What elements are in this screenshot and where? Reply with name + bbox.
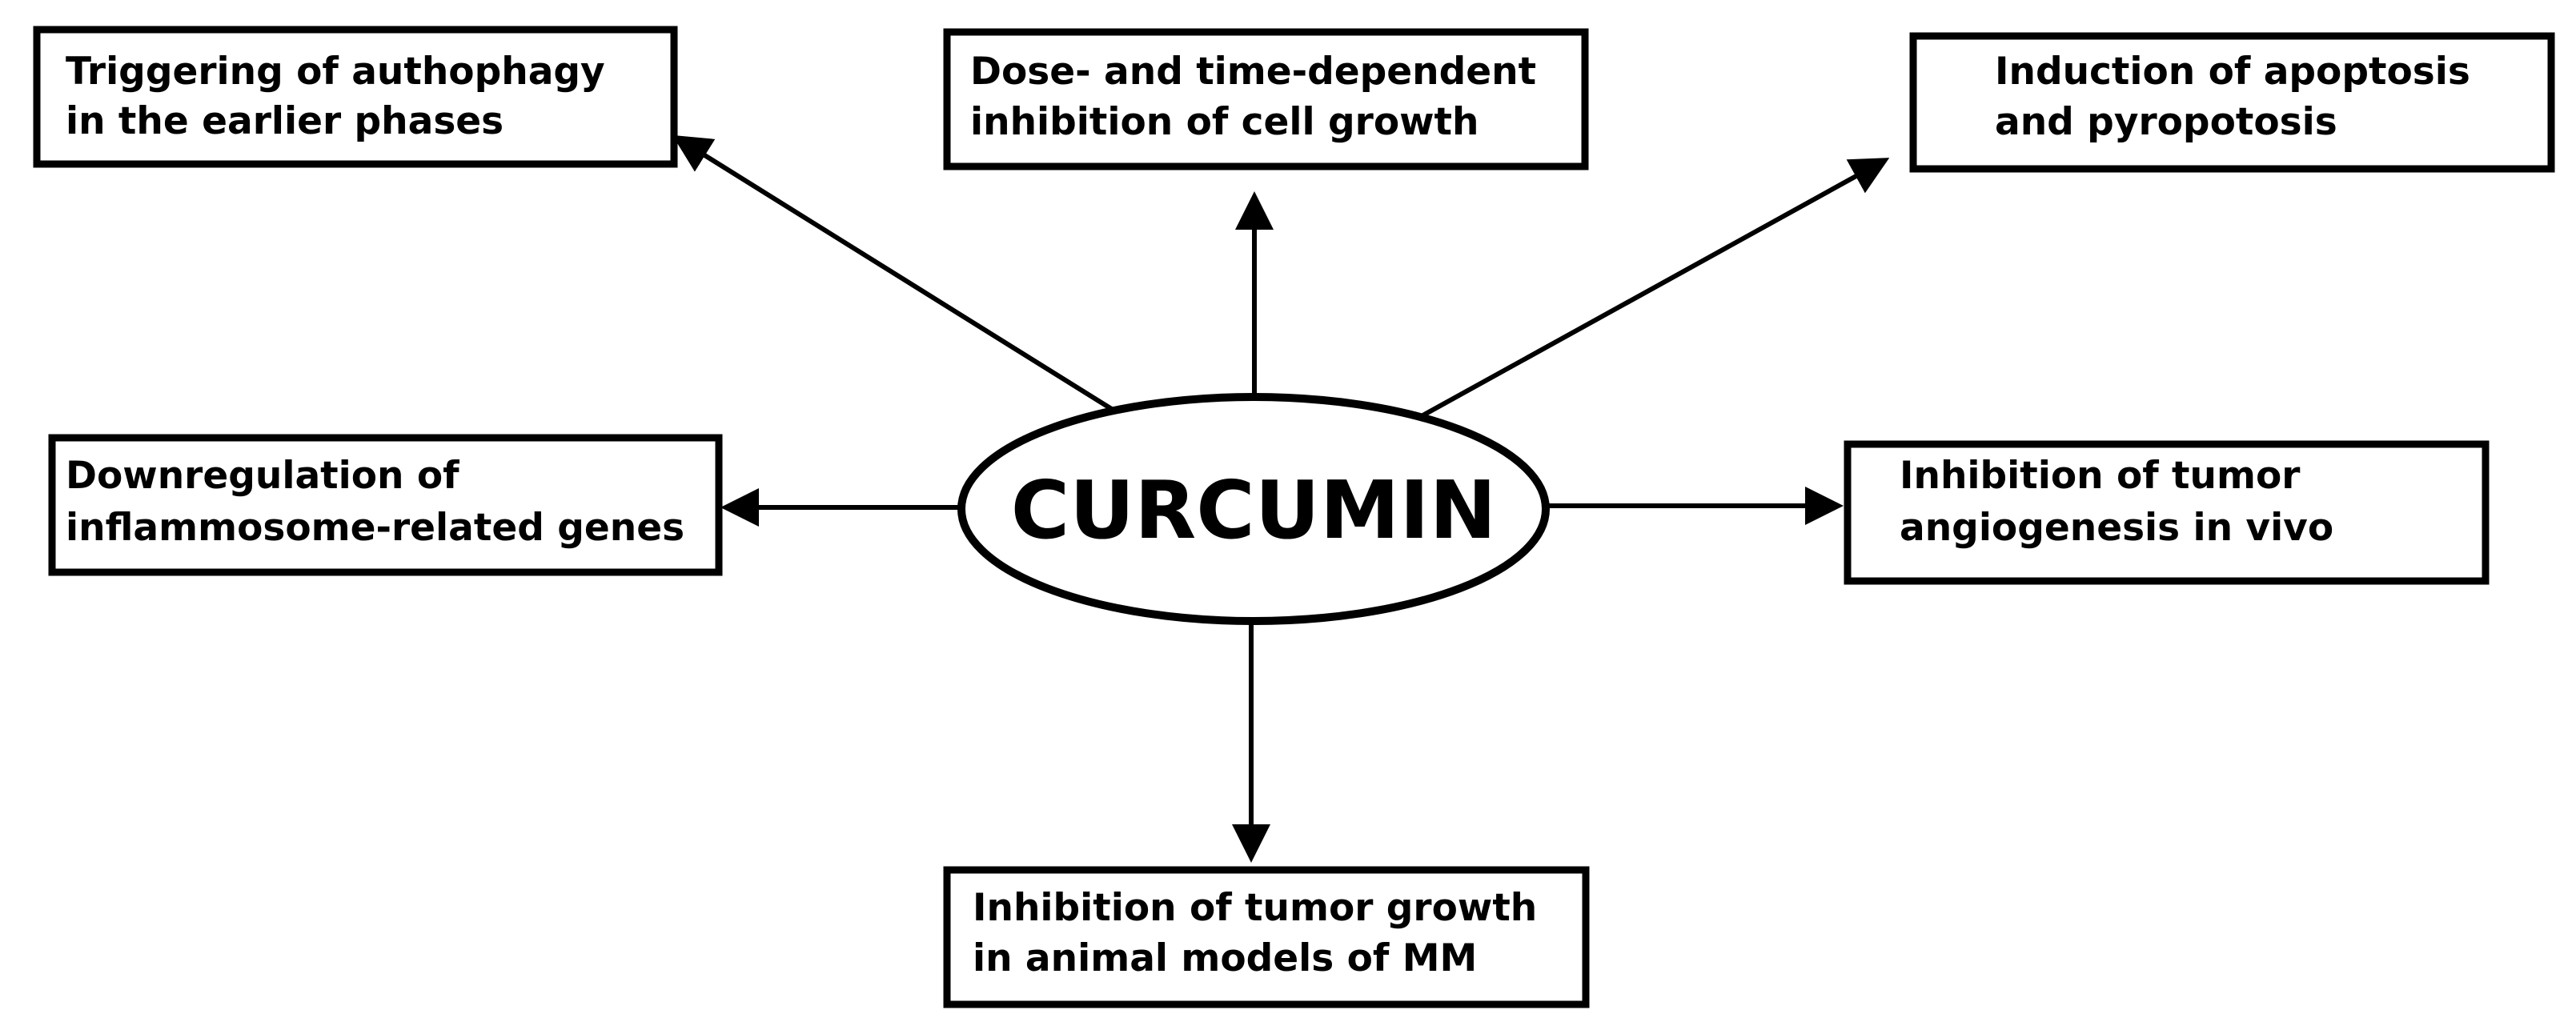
- autophagy-line-2: in the earlier phases: [66, 99, 504, 143]
- angiogenesis-line-1: Inhibition of tumor: [1900, 454, 2301, 498]
- autophagy-line-1: Triggering of authophagy: [66, 50, 605, 94]
- growth-inhibition-line-2: inhibition of cell growth: [970, 100, 1479, 144]
- inflammosome-line-2: inflammosome-related genes: [66, 506, 684, 550]
- animal-models-box: Inhibition of tumor growth in animal mod…: [943, 866, 1590, 1008]
- curcumin-label: CURCUMIN: [1011, 463, 1497, 557]
- autophagy-box: Triggering of authophagy in the earlier …: [33, 26, 678, 168]
- inflammosome-line-1: Downregulation of: [66, 454, 459, 498]
- animal-models-line-2: in animal models of MM: [973, 936, 1477, 980]
- apoptosis-box: Induction of apoptosis and pyropotosis: [1909, 32, 2555, 173]
- angiogenesis-box: Inhibition of tumor angiogenesis in vivo: [1844, 440, 2490, 585]
- inflammosome-box: Downregulation of inflammosome-related g…: [48, 434, 723, 576]
- growth-inhibition-line-1: Dose- and time-dependent: [970, 50, 1536, 94]
- growth-inhibition-box: Dose- and time-dependent inhibition of c…: [943, 28, 1589, 170]
- apoptosis-line-1: Induction of apoptosis: [1995, 50, 2470, 94]
- angiogenesis-line-2: angiogenesis in vivo: [1900, 506, 2333, 550]
- arrow-to-apoptosis: [1417, 158, 1890, 420]
- curcumin-node: CURCUMIN: [957, 393, 1550, 625]
- arrow-to-autophagy: [672, 134, 1118, 415]
- animal-models-line-1: Inhibition of tumor growth: [973, 886, 1537, 930]
- apoptosis-line-2: and pyropotosis: [1995, 100, 2337, 144]
